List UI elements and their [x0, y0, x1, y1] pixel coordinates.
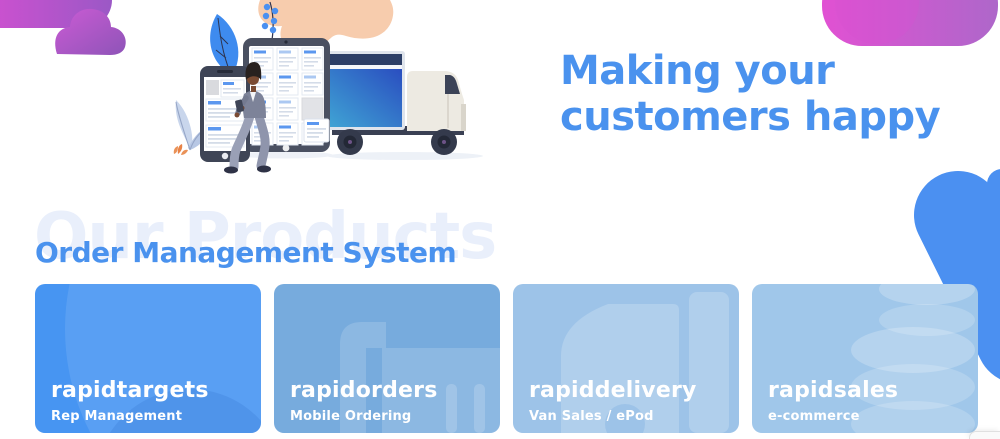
card-title: rapidsales	[768, 378, 899, 403]
card-rapidtargets[interactable]: rapidtargets Rep Management	[35, 284, 261, 433]
pink-cloud-lobe-icon	[835, 0, 919, 44]
orange-sprout-icon	[173, 144, 188, 155]
sprig-plant-icon	[261, 1, 279, 41]
hero-heading: Making your customers happy	[560, 48, 941, 140]
person-illustration	[224, 62, 271, 174]
phone-illustration	[200, 66, 250, 162]
card-subtitle: Van Sales / ePod	[529, 409, 654, 424]
pink-pill-cloud-icon	[822, 0, 998, 46]
section-title: Order Management System	[35, 236, 457, 269]
hero-illustration	[173, 0, 483, 174]
pink-cloud-bar-icon	[0, 0, 112, 28]
card-subtitle: Mobile Ordering	[290, 409, 412, 424]
card-title: rapidtargets	[51, 378, 209, 403]
card-rapiddelivery[interactable]: rapiddelivery Van Sales / ePod	[513, 284, 739, 433]
delivery-van-icon	[561, 292, 729, 433]
section-watermark: Our Products	[34, 200, 497, 274]
hero-heading-line2: customers happy	[560, 94, 941, 140]
card-rapidorders[interactable]: rapidorders Mobile Ordering	[274, 284, 500, 433]
chat-widget-corner[interactable]	[969, 431, 1000, 439]
card-title: rapidorders	[290, 378, 438, 403]
truck-wheel-icon	[337, 129, 457, 155]
coins-icon	[851, 284, 975, 433]
product-cards: rapidtargets Rep Management rapidorders …	[35, 284, 978, 433]
hero-heading-line1: Making your	[560, 48, 835, 94]
truck-illustration	[327, 51, 483, 160]
blue-leaf-icon	[210, 14, 239, 74]
card-subtitle: e-commerce	[768, 409, 860, 424]
purple-cloud-icon	[55, 8, 126, 55]
shopping-cart-icon	[340, 322, 500, 433]
floating-card-icon	[303, 118, 330, 143]
target-rings-icon	[65, 284, 261, 433]
card-title: rapiddelivery	[529, 378, 697, 403]
card-rapidsales[interactable]: rapidsales e-commerce	[752, 284, 978, 433]
card-subtitle: Rep Management	[51, 409, 183, 424]
